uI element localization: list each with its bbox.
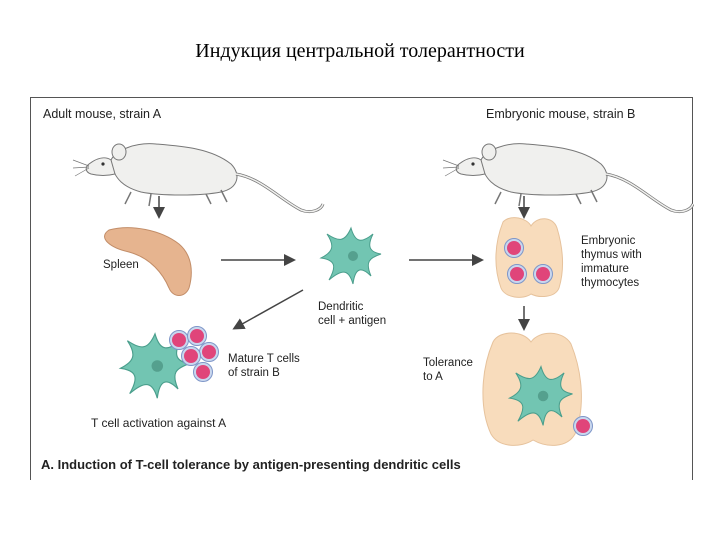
thymocyte-icon (505, 239, 524, 258)
tolerance-label: Tolerance to A (423, 356, 473, 384)
dendritic-cell-label: Dendritic cell + antigen (318, 300, 386, 328)
thymocyte-icon (534, 265, 553, 284)
t-cell-icon (200, 343, 219, 362)
left-heading: Adult mouse, strain A (43, 107, 161, 121)
right-heading: Embryonic mouse, strain B (486, 107, 635, 121)
figure-caption: A. Induction of T-cell tolerance by anti… (41, 458, 461, 472)
t-cell-icon (194, 363, 213, 382)
arrow-dendritic-to-tcells (235, 290, 303, 328)
thymus-label: Embryonic thymus with immature thymocyte… (581, 234, 642, 290)
t-cell-icon (182, 347, 201, 366)
dendritic-cell-illustration (321, 228, 381, 284)
embryonic-thymus-illustration (496, 218, 563, 298)
activation-label: T cell activation against A (91, 416, 226, 430)
tolerant-t-cell-icon (574, 417, 593, 436)
mature-t-cells-label: Mature T cells of strain B (228, 352, 300, 380)
mouse-strain-a-illustration (73, 144, 323, 212)
t-cell-icon (188, 327, 207, 346)
mouse-strain-b-illustration (443, 144, 693, 212)
thymocyte-icon (508, 265, 527, 284)
figure-panel: Adult mouse, strain A Embryonic mouse, s… (30, 97, 693, 480)
slide-title: Индукция центральной толерантности (0, 40, 720, 63)
t-cell-icon (170, 331, 189, 350)
spleen-label: Spleen (103, 258, 139, 272)
